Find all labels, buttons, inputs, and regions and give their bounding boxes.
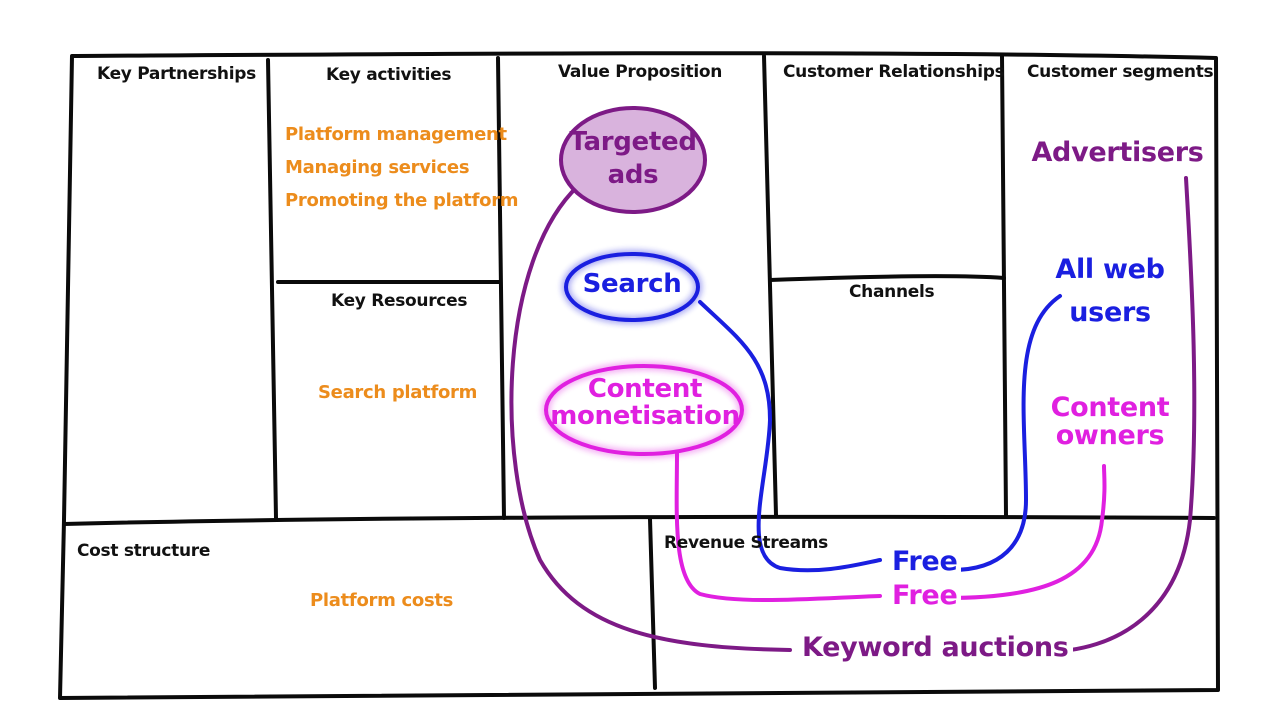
value-targeted-ads-line: ads [607, 159, 659, 190]
header-key-resources: Key Resources [331, 291, 468, 311]
header-revenue-streams: Revenue Streams [664, 533, 828, 553]
bubble-targeted-ads [559, 106, 707, 214]
divider-relationships-channels [768, 274, 1006, 282]
connector-targeted-ads-to-keyword-auctions [509, 184, 792, 652]
divider-partnerships-activities [266, 58, 278, 520]
connector-content-owners-to-free [944, 464, 1107, 600]
header-key-partnerships: Key Partnerships [97, 64, 256, 84]
divider-relationships-segments [1000, 54, 1008, 517]
value-content-monetisation: Content monetisation [545, 374, 745, 432]
segment-all-web-users: All web users [1040, 248, 1180, 334]
key-activity-item: Managing services [285, 157, 470, 178]
value-targeted-ads-line: Targeted [569, 127, 697, 157]
header-value-proposition: Value Proposition [558, 62, 723, 82]
outer-border [58, 51, 1220, 700]
cost-item: Platform costs [310, 590, 454, 611]
revenue-free-search: Free [888, 546, 962, 577]
segment-advertisers: Advertisers [1031, 137, 1204, 168]
divider-value-relationships [762, 54, 778, 517]
key-resource-item: Search platform [318, 382, 478, 403]
connector-advertisers-to-keyword-auctions [1040, 176, 1197, 654]
header-key-activities: Key activities [326, 65, 452, 85]
connector-web-users-to-free [950, 294, 1062, 572]
bubble-search [564, 252, 700, 322]
value-targeted-ads: Targeted ads [563, 126, 703, 191]
bubble-content-monetisation [544, 364, 744, 456]
segment-content-owners-line: owners [1055, 420, 1165, 452]
header-customer-relationships: Customer Relationships [783, 62, 1005, 82]
revenue-keyword-auctions: Keyword auctions [798, 632, 1073, 663]
segment-all-web-users-line: users [1069, 297, 1151, 329]
value-content-monetisation-line: Content [587, 374, 703, 404]
header-channels: Channels [849, 282, 935, 302]
connector-content-monetisation-to-free [674, 450, 882, 603]
value-search: Search [582, 269, 682, 299]
divider-cost-revenue [648, 517, 657, 690]
header-customer-segments: Customer segments [1027, 62, 1214, 82]
canvas-grid [58, 51, 1220, 700]
header-cost-structure: Cost structure [77, 541, 211, 561]
connector-search-to-free [698, 300, 882, 573]
revenue-free-content: Free [888, 580, 962, 611]
divider-bottom-row [62, 514, 1216, 526]
divider-activities-value [496, 56, 506, 520]
segment-content-owners: Content owners [1035, 392, 1185, 452]
value-content-monetisation-line: monetisation [550, 401, 740, 432]
segment-all-web-users-line: All web [1055, 254, 1165, 285]
segment-content-owners-line: Content [1050, 392, 1170, 423]
key-activity-item: Platform management [285, 124, 507, 145]
key-activity-item: Promoting the platform [285, 190, 519, 211]
